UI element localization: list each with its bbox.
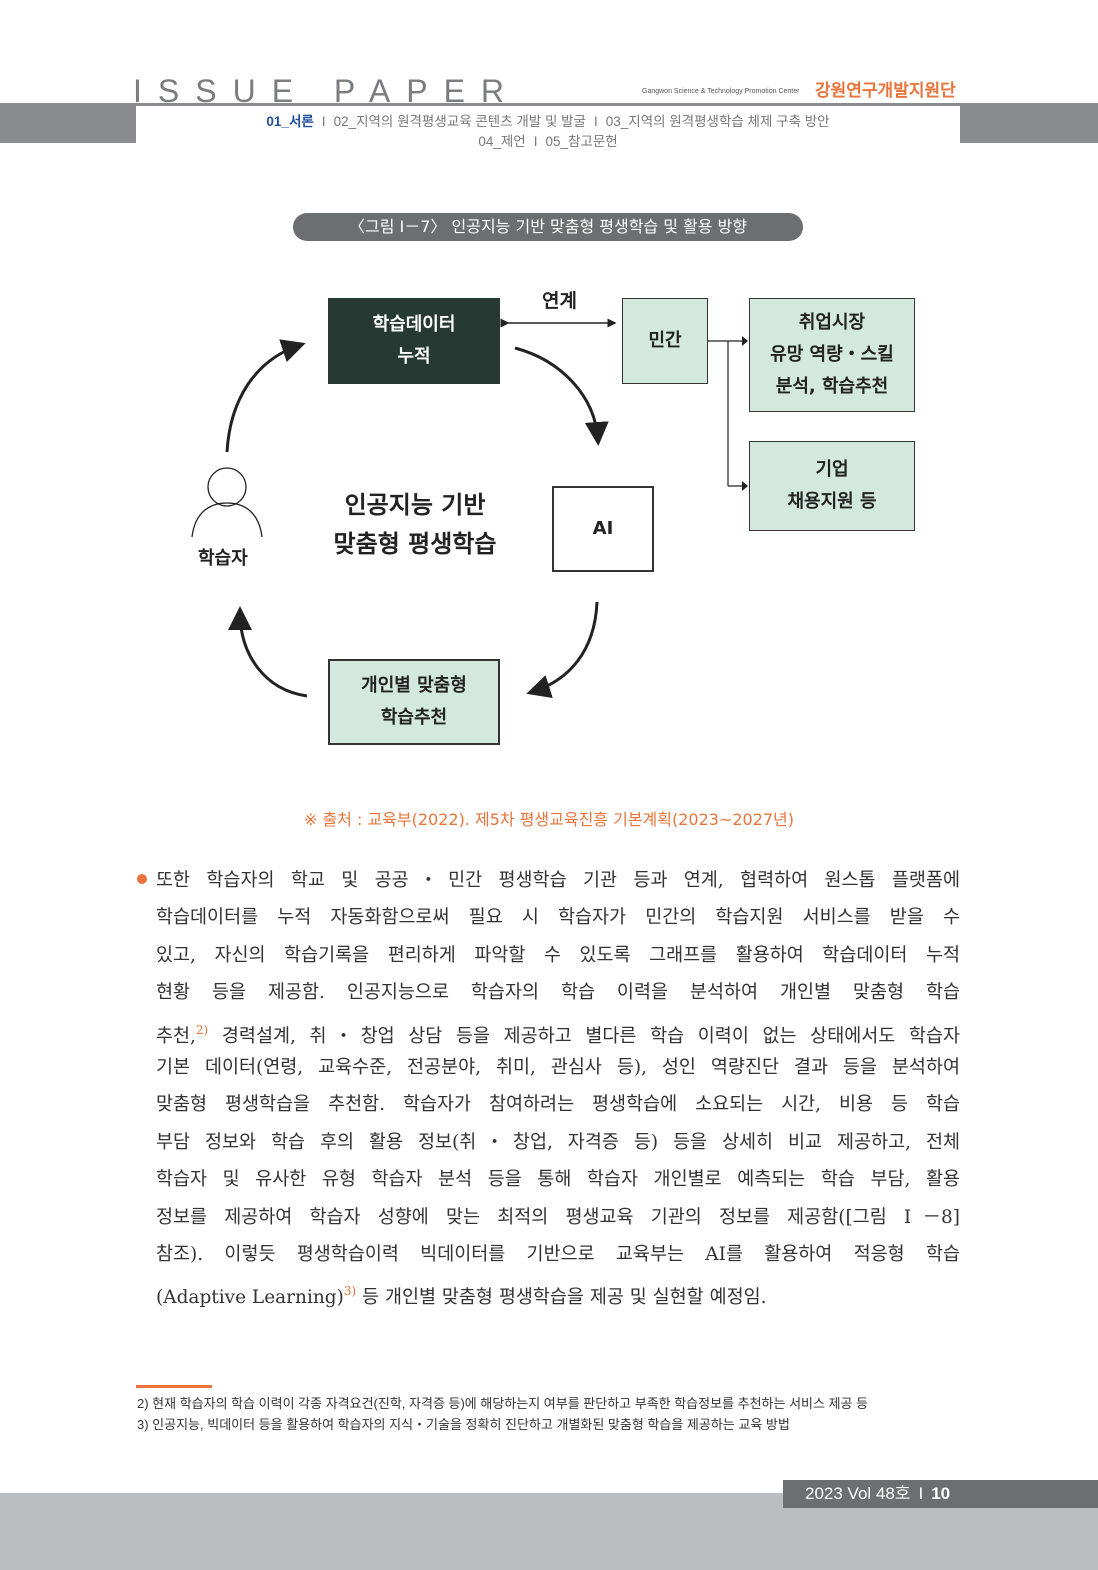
page-number: 10 bbox=[931, 1484, 951, 1503]
body-line: 현황 등을 제공함. 인공지능으로 학습자의 학습 이력을 분석하여 개인별 맞… bbox=[156, 982, 960, 1004]
nav-item-references[interactable]: 05_참고문헌 bbox=[545, 134, 618, 149]
body-line: 또한 학습자의 학교 및 공공・민간 평생학습 기관 등과 연계, 협력하여 원… bbox=[156, 870, 960, 891]
footnotes: 2) 현재 학습자의 학습 이력이 각종 자격요건(진학, 자격증 등)에 해당… bbox=[137, 1393, 868, 1435]
bullet-icon bbox=[137, 874, 147, 884]
body-paragraph: 또한 학습자의 학교 및 공공・민간 평생학습 기관 등과 연계, 협력하여 원… bbox=[136, 862, 966, 1311]
body-line: 부담 정보와 학습 후의 활용 정보(취・창업, 자격증 등) 등을 상세히 비… bbox=[156, 1131, 960, 1153]
footnote-3: 3) 인공지능, 빅데이터 등을 활용하여 학습자의 지식・기술을 정확히 진단… bbox=[137, 1417, 790, 1432]
private-box: 민간 bbox=[622, 298, 708, 384]
nav-item-content[interactable]: 02_지역의 원격평생교육 콘텐츠 개발 및 발굴 bbox=[333, 114, 586, 129]
body-line: 정보를 제공하여 학습자 성향에 맞는 최적의 평생교육 기관의 정보를 제공함… bbox=[156, 1206, 960, 1228]
body-line: (Adaptive Learning)3) 등 개인별 맞춤형 평생학습을 제공… bbox=[156, 1284, 767, 1309]
cycle-arrow-left bbox=[228, 606, 308, 698]
body-line: 있고, 자신의 학습기록을 편리하게 파악할 수 있도록 그래프를 활용하여 학… bbox=[156, 944, 960, 966]
org-name-en: Gangwon Science & Technology Promotion C… bbox=[642, 88, 800, 95]
body-line: 맞춤형 평생학습을 추천함. 학습자가 참여하려는 평생학습에 소요되는 시간,… bbox=[156, 1094, 960, 1116]
nav-item-intro[interactable]: 01_서론 bbox=[266, 114, 314, 129]
cycle-arrow-down bbox=[526, 601, 599, 699]
ai-box: AI bbox=[552, 486, 654, 572]
learner-label: 학습자 bbox=[198, 548, 248, 569]
body-line: 학습자 및 유사한 유형 학습자 분석 등을 통해 학습자 개인별로 예측되는 … bbox=[156, 1169, 960, 1191]
body-line: 기본 데이터(연령, 교육수준, 전공분야, 취미, 관심사 등), 성인 역량… bbox=[156, 1056, 960, 1078]
issue-label: 2023 Vol 48호 bbox=[805, 1484, 911, 1503]
body-line: 추천,2) 경력설계, 취・창업 상담 등을 제공하고 별다른 학습 이력이 없… bbox=[156, 1022, 960, 1047]
nav-item-system[interactable]: 03_지역의 원격평생학습 체제 구축 방안 bbox=[605, 114, 830, 129]
footnote-ref-3[interactable]: 3) bbox=[343, 1284, 357, 1299]
header-band-right bbox=[960, 103, 1098, 143]
brand-title: ISSUE PAPER bbox=[133, 73, 521, 109]
footnote-2: 2) 현재 학습자의 학습 이력이 각종 자격요건(진학, 자격증 등)에 해당… bbox=[137, 1396, 869, 1411]
nav-item-suggestion[interactable]: 04_제언 bbox=[478, 134, 526, 149]
header-divider bbox=[0, 103, 1098, 106]
link-label: 연계 bbox=[542, 290, 577, 312]
footnote-ref-2[interactable]: 2) bbox=[195, 1022, 209, 1037]
figure-source: ※ 출처 : 교육부(2022). 제5차 평생교육진흥 기본계획(2023~2… bbox=[303, 810, 795, 829]
cycle-arrow-right bbox=[514, 346, 609, 446]
footnote-divider bbox=[136, 1385, 212, 1388]
branch-lines bbox=[708, 340, 743, 487]
learner-icon bbox=[191, 467, 263, 538]
cycle-arrow-up bbox=[225, 339, 306, 453]
org-name-ko: 강원연구개발지원단 bbox=[815, 81, 956, 101]
figure-caption: 〈그림 Ⅰ－7〉 인공지능 기반 맞춤형 평생학습 및 활용 방향 bbox=[293, 213, 803, 241]
header-band-left bbox=[0, 103, 136, 143]
body-line: 참조). 이렇듯 평생학습이력 빅데이터를 기반으로 교육부는 AI를 활용하여… bbox=[156, 1243, 960, 1265]
body-line: 학습데이터를 누적 자동화함으로써 필요 시 학습자가 민간의 학습지원 서비스… bbox=[156, 907, 960, 929]
diagram-arrows bbox=[191, 318, 748, 699]
